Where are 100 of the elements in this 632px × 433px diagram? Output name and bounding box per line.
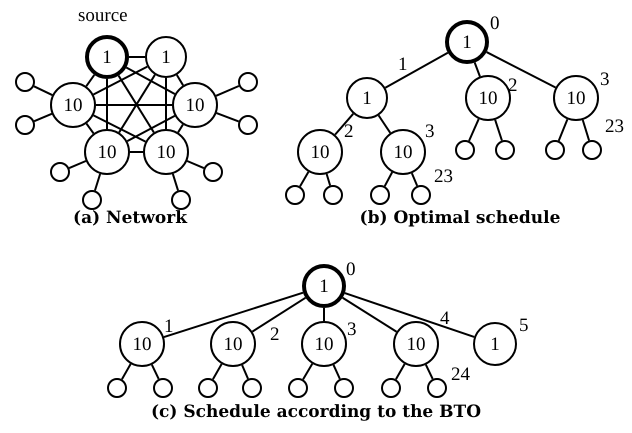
- node-circle: [210, 321, 256, 367]
- node-circle: [465, 75, 511, 121]
- time-label: 23: [434, 167, 453, 186]
- leaf-circle: [285, 185, 305, 205]
- edge-line: [212, 364, 223, 380]
- leaf-circle: [582, 140, 602, 160]
- edge-line: [582, 120, 590, 141]
- node-circle: [445, 20, 489, 64]
- node-weight: 10: [314, 334, 334, 354]
- node-weight: 10: [394, 142, 412, 162]
- edge-line: [151, 364, 160, 380]
- order-number: 1: [398, 55, 408, 74]
- node-circle: [380, 129, 426, 175]
- edge-line: [176, 74, 184, 86]
- edge-line: [474, 62, 481, 77]
- node-circle: [346, 77, 388, 119]
- edge-line: [384, 172, 394, 187]
- node-circle: [302, 264, 346, 308]
- order-number: 2: [270, 325, 280, 344]
- order-number: 4: [440, 309, 450, 328]
- order-number: 0: [346, 260, 356, 279]
- node-weight: 1: [102, 48, 112, 66]
- edge-line: [121, 364, 132, 380]
- edge-line: [334, 113, 354, 136]
- order-number: 3: [425, 122, 434, 141]
- edge-line: [130, 151, 143, 153]
- edge-line: [384, 52, 448, 89]
- leaf-circle: [238, 72, 258, 92]
- edge-line: [85, 74, 96, 87]
- node-weight: 10: [406, 334, 426, 354]
- edge-line: [34, 85, 53, 96]
- edge-line: [129, 56, 145, 58]
- node-weight: 10: [132, 334, 152, 354]
- order-number: 3: [347, 320, 356, 339]
- leaf-circle: [242, 378, 262, 398]
- edge-line: [177, 124, 184, 133]
- edge-line: [468, 118, 480, 142]
- node-circle: [301, 321, 347, 367]
- figure-caption: (b) Optimal schedule: [360, 208, 560, 228]
- node-annotation: source: [78, 6, 128, 25]
- leaf-circle: [171, 190, 191, 210]
- leaf-circle: [545, 140, 565, 160]
- node-weight: 10: [224, 334, 242, 354]
- node-weight: 1: [319, 276, 329, 296]
- node-weight: 10: [64, 96, 82, 114]
- node-weight: 10: [156, 142, 176, 162]
- edge-line: [216, 112, 239, 122]
- node-circle: [145, 36, 187, 78]
- edge-line: [165, 78, 167, 129]
- leaf-circle: [381, 378, 401, 398]
- leaf-circle: [107, 378, 127, 398]
- edge-line: [241, 364, 249, 380]
- node-circle: [553, 75, 599, 121]
- figure-caption: (c) Schedule according to the BTO: [151, 402, 481, 422]
- edge-line: [96, 104, 172, 106]
- edge-line: [323, 308, 325, 321]
- leaf-circle: [15, 72, 35, 92]
- edge-line: [93, 114, 146, 143]
- edge-line: [126, 66, 176, 95]
- edge-line: [216, 85, 240, 97]
- node-weight: 1: [161, 48, 171, 66]
- node-weight: 1: [362, 88, 372, 108]
- edge-line: [302, 363, 314, 380]
- edge-line: [299, 171, 310, 187]
- node-circle: [119, 321, 165, 367]
- time-label: 24: [451, 365, 470, 384]
- leaf-circle: [203, 162, 223, 182]
- edge-line: [106, 79, 108, 129]
- node-circle: [50, 82, 96, 128]
- edge-line: [342, 296, 398, 333]
- order-number: 0: [490, 14, 500, 33]
- edge-line: [410, 172, 418, 186]
- leaf-circle: [15, 115, 35, 135]
- order-number: 2: [508, 76, 518, 95]
- leaf-circle: [288, 378, 308, 398]
- leaf-circle: [455, 140, 475, 160]
- edge-line: [186, 160, 204, 169]
- time-label: 23: [605, 117, 624, 136]
- edge-line: [164, 292, 304, 338]
- node-circle: [473, 322, 517, 366]
- order-number: 2: [344, 122, 354, 141]
- edge-line: [558, 118, 568, 142]
- leaf-circle: [153, 378, 173, 398]
- edge-line: [92, 66, 148, 96]
- node-weight: 10: [98, 142, 116, 162]
- node-weight: 1: [490, 334, 500, 354]
- node-circle: [297, 129, 343, 175]
- edge-line: [86, 123, 94, 134]
- leaf-circle: [495, 140, 515, 160]
- leaf-circle: [370, 185, 390, 205]
- order-number: 5: [519, 316, 528, 335]
- edge-line: [332, 364, 341, 380]
- edge-line: [68, 160, 86, 169]
- node-circle: [85, 35, 129, 79]
- edge-line: [344, 292, 474, 338]
- edge-line: [34, 112, 52, 122]
- node-weight: 10: [566, 88, 586, 108]
- node-circle: [393, 321, 439, 367]
- node-circle: [143, 129, 189, 175]
- edge-line: [494, 120, 503, 141]
